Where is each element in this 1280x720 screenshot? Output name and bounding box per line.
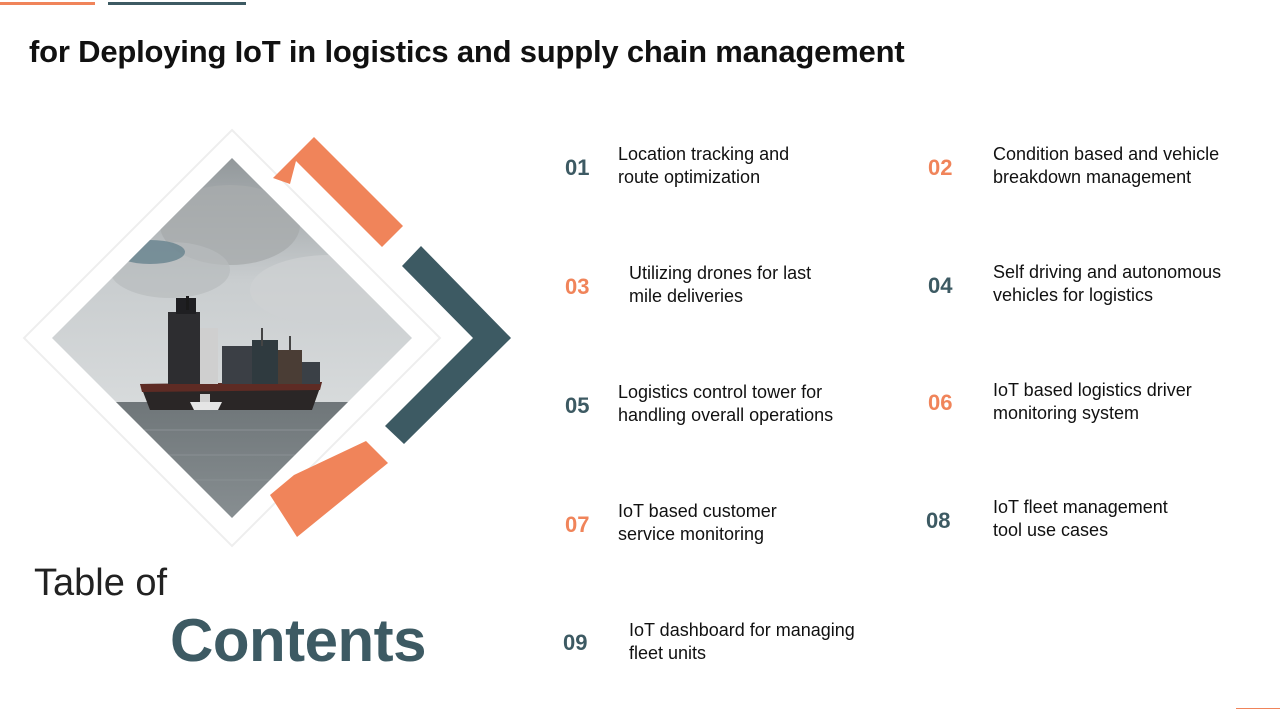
toc-item-number: 03	[565, 274, 590, 299]
toc-item-number: 06	[928, 390, 953, 415]
toc-item-label: Logistics control tower for handling ove…	[618, 382, 834, 425]
ship-image-graphic	[22, 128, 511, 548]
toc-item-number: 04	[928, 273, 953, 298]
orange-chevron-top	[273, 137, 403, 247]
toc-item-number: 08	[926, 508, 951, 533]
toc-item-label: IoT based logistics driver monitoring sy…	[993, 380, 1192, 423]
teal-chevron-right	[385, 246, 511, 444]
top-accent-bar-orange	[0, 2, 95, 5]
top-accent-bar-teal	[108, 2, 246, 5]
toc-item-label: IoT fleet management tool use cases	[993, 497, 1168, 540]
toc-item-number: 05	[565, 393, 590, 418]
toc-item-number: 01	[565, 155, 590, 180]
toc-item-label: Utilizing drones for last mile deliverie…	[629, 263, 812, 306]
orange-chevron-bottom	[270, 441, 388, 537]
toc-heading-big: Contents	[170, 607, 426, 674]
toc-item-label: IoT based customer service monitoring	[618, 501, 777, 544]
toc-heading-small: Table of	[34, 562, 168, 604]
toc-item-label: Self driving and autonomous vehicles for…	[993, 262, 1222, 305]
toc-item-label: IoT dashboard for managing fleet units	[629, 620, 855, 663]
toc-item-number: 02	[928, 155, 953, 180]
page-title: for Deploying IoT in logistics and suppl…	[29, 34, 905, 69]
toc-item-label: Condition based and vehicle breakdown ma…	[993, 144, 1220, 187]
toc-item-number: 07	[565, 512, 590, 537]
bottom-accent-line	[1236, 708, 1280, 709]
toc-item-number: 09	[563, 630, 588, 655]
toc-item-label: Location tracking and route optimization	[618, 144, 790, 187]
